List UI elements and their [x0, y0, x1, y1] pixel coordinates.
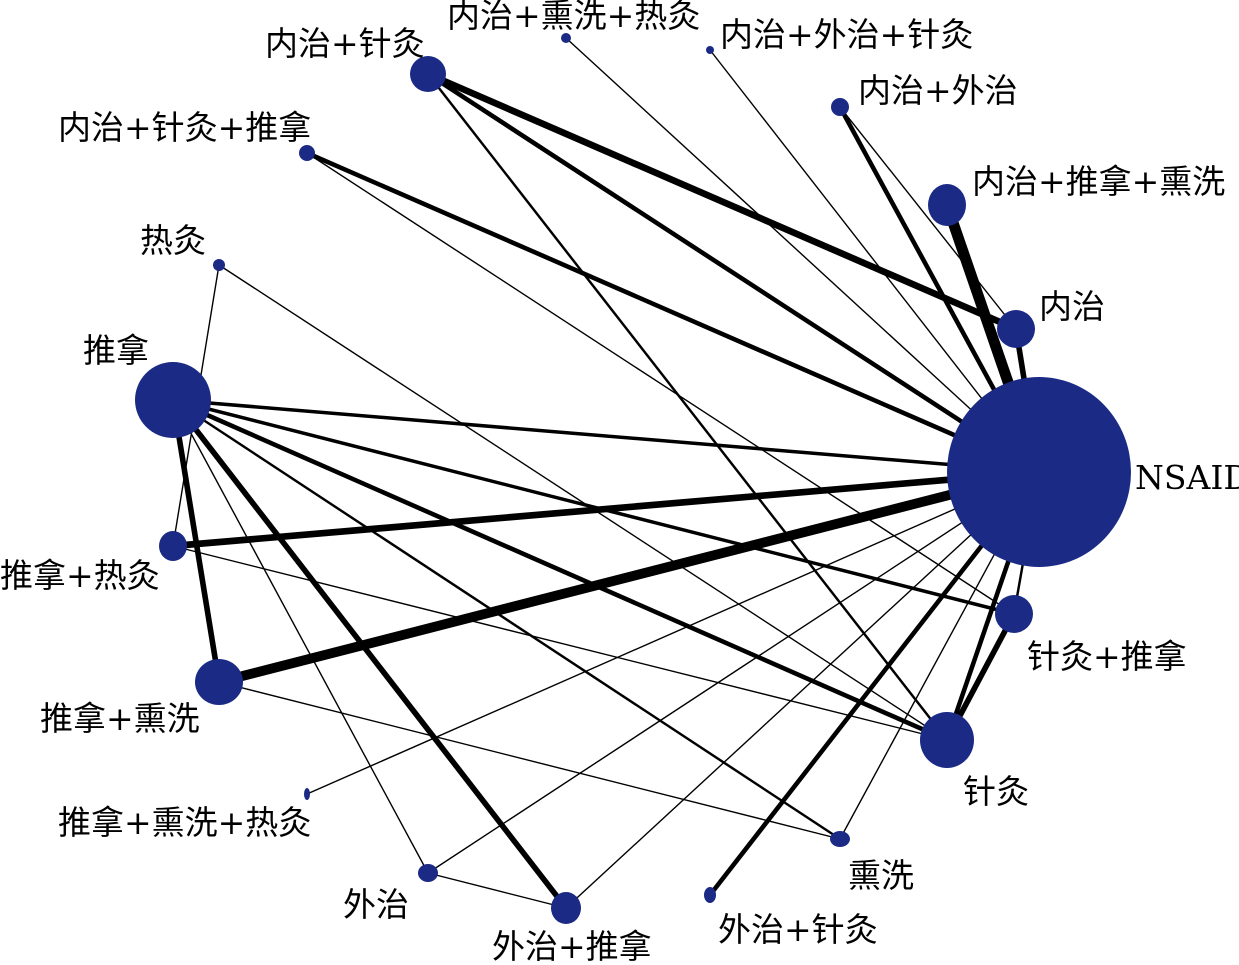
- node-xunxi: [830, 831, 850, 847]
- nodes-layer: [135, 33, 1131, 924]
- node-neizhi_xunxi_rejiu: [561, 33, 571, 43]
- edge-tuina_rejiu-nsaid: [172, 468, 1040, 550]
- edge-tuina-nsaid: [172, 398, 1040, 474]
- node-label-neizhi_zhenjiu_tuina: 内治+针灸+推拿: [58, 108, 311, 147]
- edge-neizhi_zhenjiu_tuina-nsaid: [306, 150, 1040, 475]
- node-label-tuina_xunxi: 推拿+熏洗: [40, 699, 200, 738]
- edge-rejiu-zhenjiu: [218, 264, 948, 741]
- edge-waizhi-waizhi_tuina: [427, 872, 567, 909]
- node-neizhi_waizhi_zhenjiu: [706, 46, 714, 54]
- node-label-neizhi_waizhi_zhenjiu: 内治+外治+针灸: [720, 15, 973, 54]
- node-label-neizhi_xunxi_rejiu: 内治+熏洗+热灸: [447, 0, 700, 35]
- node-label-neizhi_zhenjiu: 内治+针灸: [265, 24, 425, 63]
- node-label-neizhi: 内治: [1039, 287, 1105, 326]
- node-label-zhenjiu: 针灸: [963, 772, 1029, 811]
- edge-neizhi_zhenjiu-zhenjiu: [427, 73, 948, 741]
- edge-tuina-zhenjiu: [172, 397, 948, 743]
- edge-waizhi-nsaid: [427, 471, 1040, 874]
- node-waizhi: [418, 864, 438, 882]
- edge-tuina_xunxi-xunxi: [218, 681, 841, 840]
- edge-neizhi_xunxi_rejiu-nsaid: [565, 37, 1040, 473]
- node-tuina_xunxi_rejiu: [304, 788, 310, 800]
- edge-waizhi_tuina-nsaid: [565, 471, 1040, 909]
- node-tuina_rejiu: [159, 531, 187, 561]
- edge-neizhi_waizhi-neizhi: [839, 106, 1017, 330]
- node-label-xunxi: 熏洗: [848, 856, 914, 895]
- node-zhenjiu: [920, 712, 974, 768]
- node-label-neizhi_waizhi: 内治+外治: [858, 71, 1018, 110]
- node-neizhi_tuina_xunxi: [928, 184, 966, 226]
- node-rejiu: [213, 259, 225, 271]
- node-label-neizhi_tuina_xunxi: 内治+推拿+熏洗: [972, 162, 1225, 201]
- node-tuina_xunxi: [195, 659, 243, 705]
- node-neizhi_waizhi: [831, 98, 849, 116]
- edge-tuina_xunxi-nsaid: [217, 467, 1041, 687]
- edge-tuina_xunxi_rejiu-nsaid: [306, 471, 1040, 795]
- node-label-waizhi_zhenjiu: 外治+针灸: [718, 910, 878, 949]
- edge-tuina_rejiu-zhenjiu: [172, 545, 948, 741]
- node-tuina: [135, 362, 211, 438]
- node-label-rejiu: 热灸: [140, 221, 206, 260]
- node-label-tuina: 推拿: [83, 331, 149, 370]
- node-waizhi_zhenjiu: [704, 887, 716, 903]
- edges-layer: [170, 37, 1045, 910]
- node-label-tuina_xunxi_rejiu: 推拿+熏洗+热灸: [58, 803, 311, 842]
- edge-tuina-xunxi: [172, 398, 841, 841]
- node-label-waizhi_tuina: 外治+推拿: [492, 927, 652, 965]
- node-waizhi_tuina: [551, 892, 581, 924]
- edge-neizhi_zhenjiu_tuina-zhenjiu_tuina: [306, 152, 1015, 615]
- edge-neizhi_zhenjiu-nsaid: [426, 72, 1041, 474]
- node-zhenjiu_tuina: [995, 595, 1033, 633]
- node-label-waizhi: 外治: [343, 885, 409, 924]
- edge-tuina-waizhi: [172, 399, 429, 874]
- node-label-tuina_rejiu: 推拿+热灸: [0, 556, 160, 595]
- edge-tuina-waizhi_tuina: [170, 398, 569, 910]
- node-label-nsaid: NSAID: [1135, 458, 1239, 497]
- node-neizhi_zhenjiu: [410, 56, 446, 92]
- node-neizhi: [997, 310, 1035, 348]
- node-label-zhenjiu_tuina: 针灸+推拿: [1027, 637, 1187, 676]
- node-neizhi_zhenjiu_tuina: [299, 145, 315, 161]
- node-nsaid: [947, 377, 1131, 567]
- edge-neizhi_zhenjiu-neizhi: [426, 70, 1018, 333]
